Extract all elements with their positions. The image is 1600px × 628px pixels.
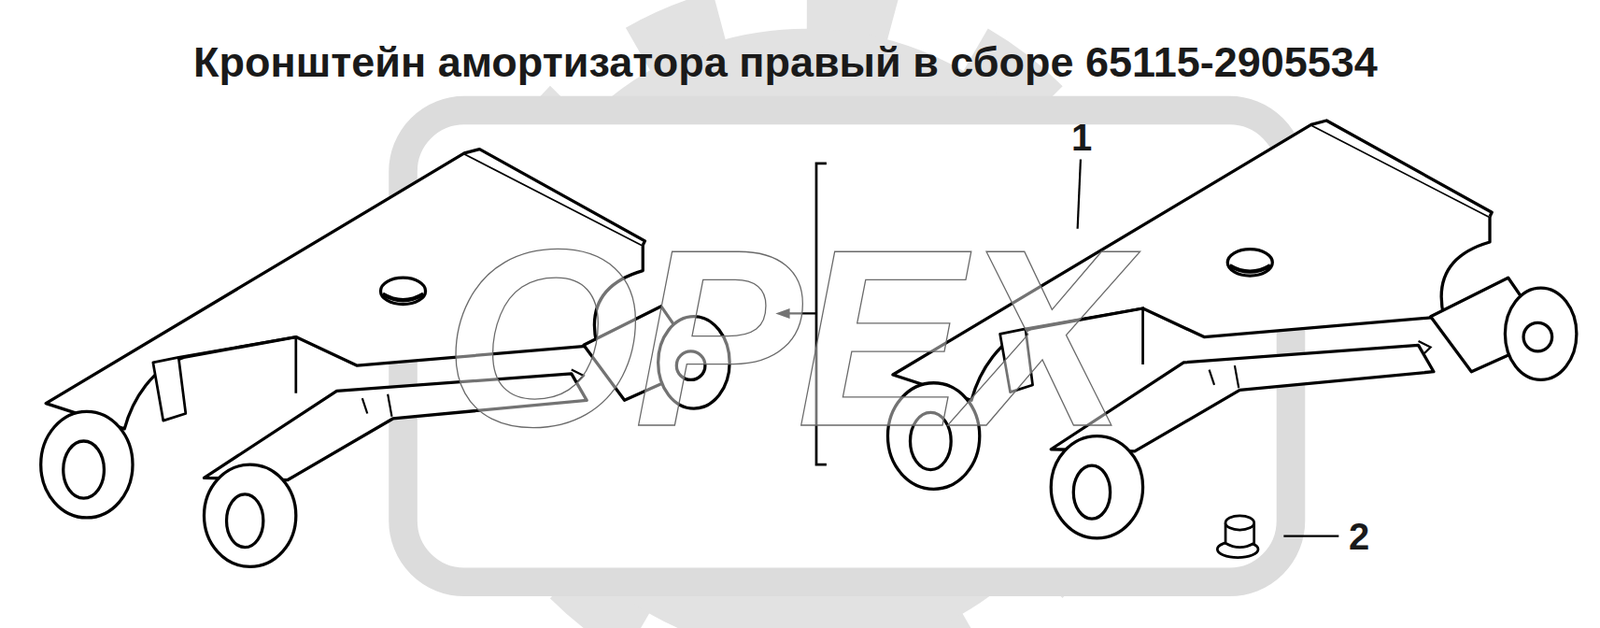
callout-number: 2	[1348, 517, 1370, 555]
watermark: OPEX	[443, 212, 1122, 465]
callout-number: 1	[1071, 118, 1092, 156]
title: Кронштейн амортизатора правый в сборе 65…	[193, 41, 1378, 84]
